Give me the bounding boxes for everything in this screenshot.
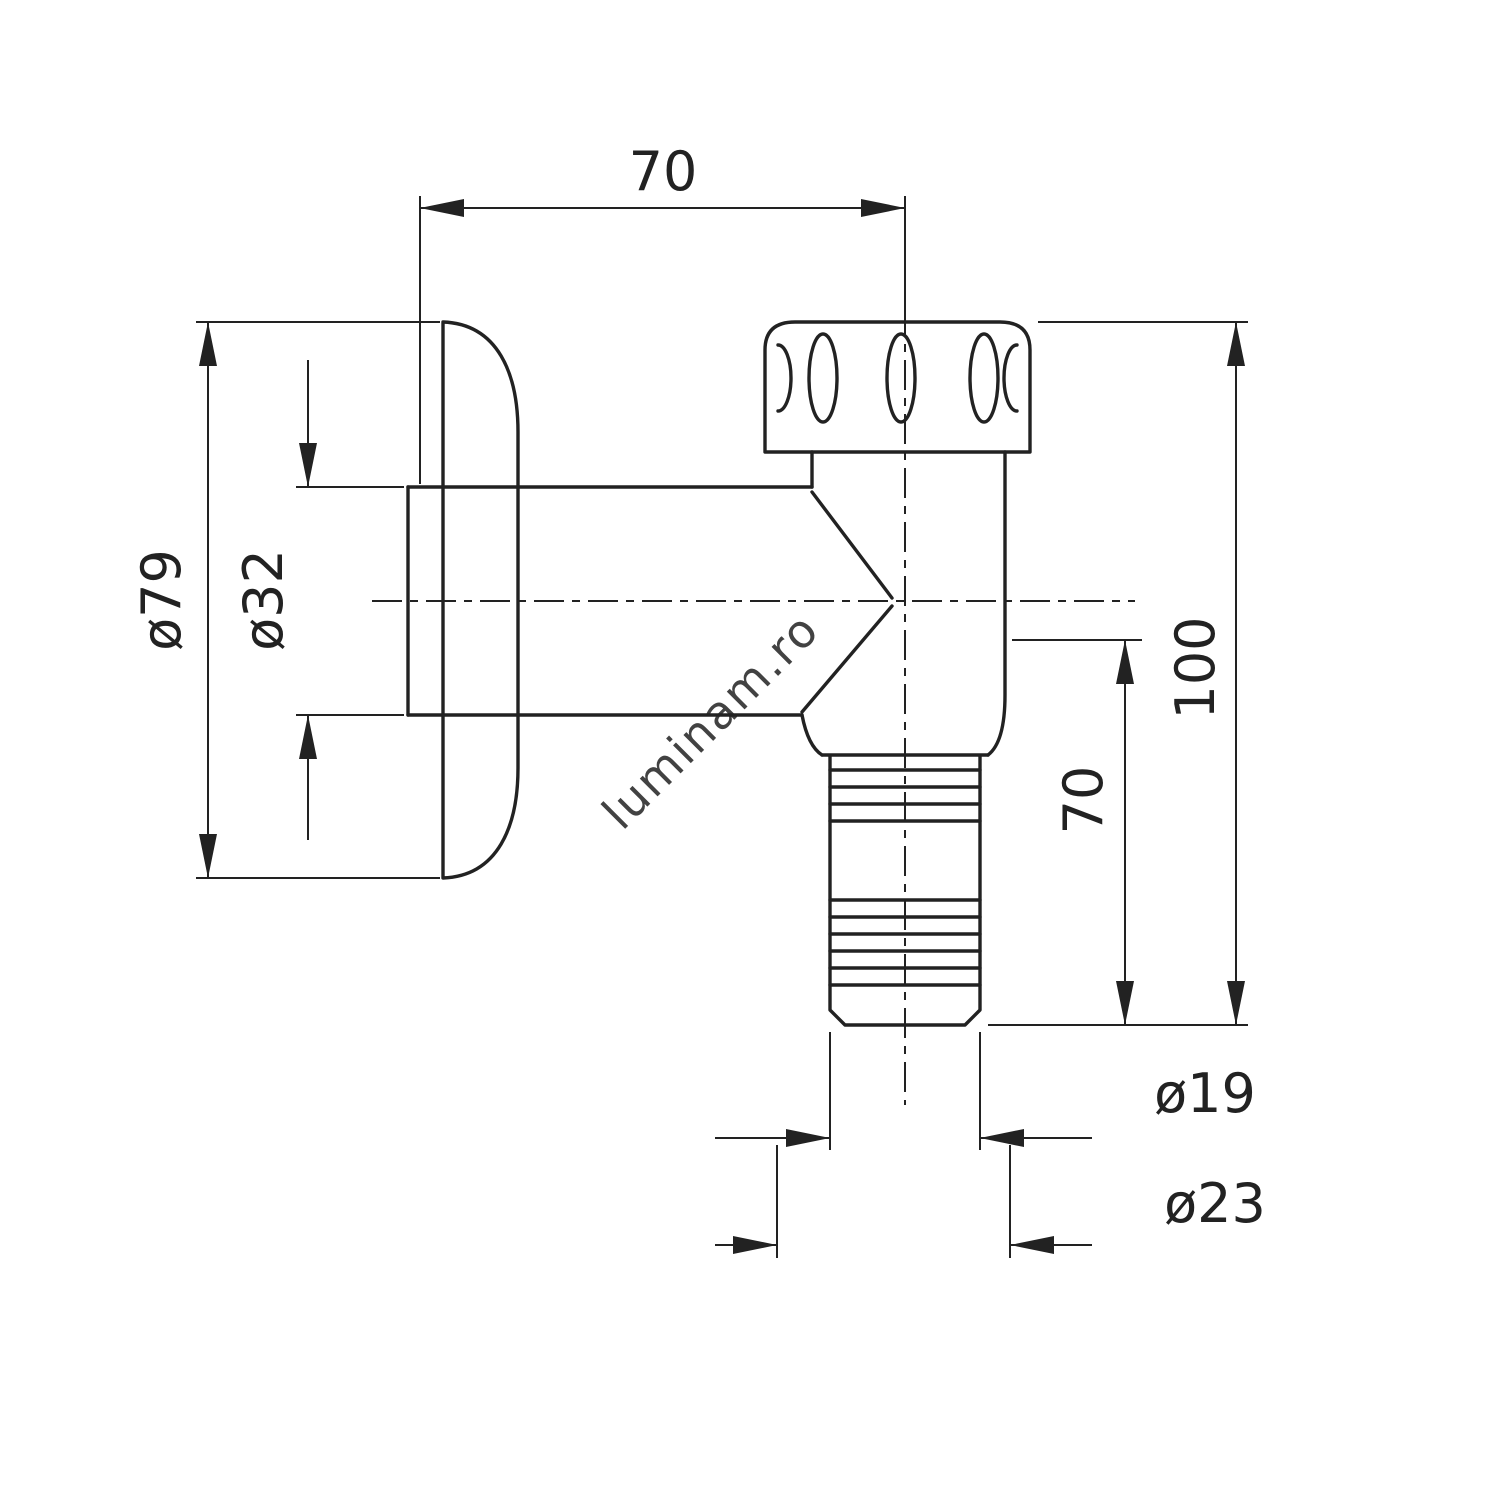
wall-flange (441, 320, 520, 880)
cap-slot-icon (807, 332, 839, 424)
dimension-hose-collar-diameter (715, 1145, 1092, 1258)
dim-label-flange-diameter: ø79 (130, 549, 193, 651)
cap-slot-edge-right (1002, 343, 1019, 413)
intersection-line-upper (810, 490, 894, 600)
body-lower-left (800, 713, 824, 757)
dimensions (196, 196, 1248, 1258)
arrow-icon (420, 199, 464, 217)
arrow-icon (1116, 981, 1134, 1025)
dim-label-spout-height: 70 (1052, 766, 1115, 835)
dim-label-hose-collar-diameter: ø23 (1164, 1172, 1266, 1235)
arrow-icon (1116, 640, 1134, 684)
dimension-top-width (419, 196, 906, 484)
cap-slot-edge-left (776, 343, 793, 413)
dim-label-top-width: 70 (629, 140, 698, 203)
arrow-icon (1227, 322, 1245, 366)
arrow-icon (199, 322, 217, 366)
dimension-spout-height (1012, 639, 1142, 1025)
dim-label-hose-end-diameter: ø19 (1154, 1062, 1256, 1125)
arrow-icon (299, 443, 317, 487)
arrow-icon (299, 715, 317, 759)
dimension-flange-diameter (196, 321, 440, 879)
body-right-edge (986, 450, 1007, 757)
centerlines (372, 252, 1135, 1105)
arrow-icon (1227, 981, 1245, 1025)
watermark: luminam.ro (592, 602, 830, 840)
dim-label-sleeve-diameter: ø32 (232, 549, 295, 651)
watermark-text: luminam.ro (592, 602, 830, 840)
arrow-icon (980, 1129, 1024, 1147)
cap-slot-icon (968, 332, 1000, 424)
dimension-hose-end-diameter (715, 1032, 1092, 1150)
intersection-line-lower (800, 604, 894, 714)
arrow-icon (786, 1129, 830, 1147)
valve-cap (763, 320, 1032, 454)
dimension-total-height (988, 321, 1248, 1026)
cap-slot-icon (885, 332, 917, 424)
dimension-sleeve-diameter (296, 360, 404, 840)
arrow-icon (1010, 1236, 1054, 1254)
arrow-icon (199, 834, 217, 878)
dim-label-total-height: 100 (1164, 616, 1227, 719)
dimension-labels: 70 ø79 ø32 100 70 ø19 ø23 (130, 140, 1266, 1235)
arrow-icon (733, 1236, 777, 1254)
arrow-icon (861, 199, 905, 217)
